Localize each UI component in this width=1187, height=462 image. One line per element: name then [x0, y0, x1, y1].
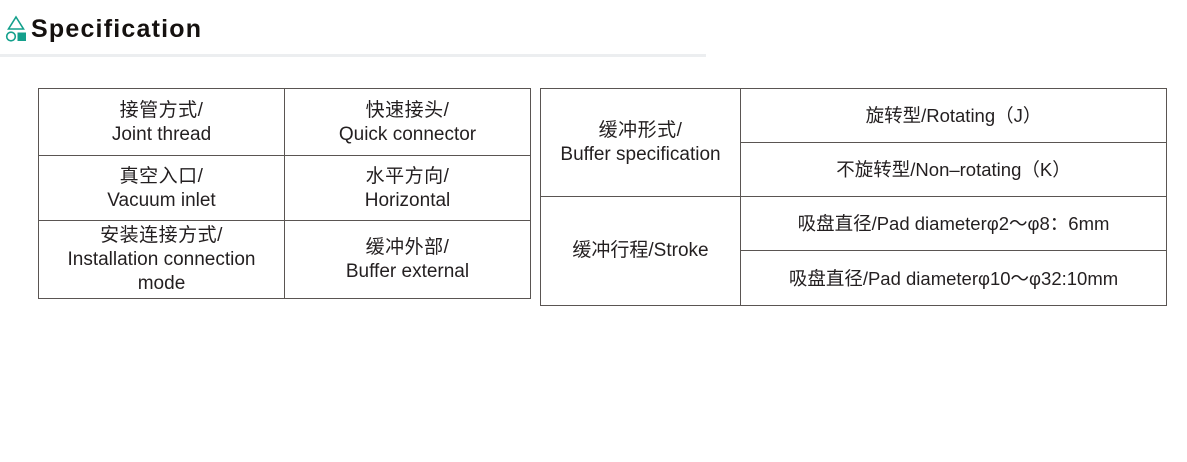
cell-text-en: Installation connection mode	[67, 249, 256, 294]
cell-vacuum-inlet-label: 真空入口/ Vacuum inlet	[38, 155, 285, 221]
cell-text: 吸盘直径/Pad diameterφ2～φ8：6mm	[797, 213, 1110, 234]
cell-text-cn: 缓冲形式/	[598, 120, 683, 141]
table-row: 缓冲行程/Stroke 吸盘直径/Pad diameterφ2～φ8：6mm	[540, 196, 1167, 306]
cell-joint-thread-label: 接管方式/ Joint thread	[38, 88, 285, 156]
cell-text-en: Horizontal	[364, 189, 451, 211]
cell-text-en: Buffer specification	[560, 144, 721, 165]
cell-text-cn: 缓冲外部/	[365, 237, 450, 258]
cell-rotating-value: 旋转型/Rotating（J）	[740, 88, 1167, 143]
table-row: 安装连接方式/ Installation connection mode 缓冲外…	[38, 220, 531, 299]
cell-text: 不旋转型/Non–rotating（K）	[836, 159, 1071, 180]
cell-text-en: 缓冲行程/Stroke	[572, 240, 709, 261]
title-divider	[0, 54, 706, 57]
cell-text-cn: 水平方向/	[365, 165, 450, 187]
cell-buffer-external-value: 缓冲外部/ Buffer external	[284, 220, 531, 299]
table-row: 缓冲形式/ Buffer specification 旋转型/Rotating（…	[540, 88, 1167, 197]
joint-specification-table: 接管方式/ Joint thread 快速接头/ Quick connector…	[38, 88, 531, 299]
cell-text-cn: 快速接头/	[365, 99, 450, 121]
cell-buffer-specification-label: 缓冲形式/ Buffer specification	[540, 88, 741, 197]
cell-text-en: Quick connector	[338, 123, 477, 145]
cell-pad-diameter-large-value: 吸盘直径/Pad diameterφ10～φ32:10mm	[740, 250, 1167, 306]
cell-text: 吸盘直径/Pad diameterφ10～φ32:10mm	[788, 267, 1119, 289]
cell-text-en: Vacuum inlet	[107, 189, 216, 211]
cell-pad-diameter-small-value: 吸盘直径/Pad diameterφ2～φ8：6mm	[740, 196, 1167, 251]
table-row: 接管方式/ Joint thread 快速接头/ Quick connector	[38, 88, 531, 156]
page-title: Specification	[31, 15, 203, 43]
table-row: 不旋转型/Non–rotating（K）	[541, 142, 1167, 197]
cell-text-cn: 接管方式/	[119, 99, 204, 121]
cell-stroke-label: 缓冲行程/Stroke	[540, 196, 741, 306]
cell-text: 旋转型/Rotating（J）	[865, 105, 1042, 126]
cell-text-cn: 真空入口/	[119, 165, 204, 187]
cell-text-en: Buffer external	[345, 261, 470, 282]
cell-horizontal-value: 水平方向/ Horizontal	[284, 155, 531, 221]
page-header: Specification	[0, 0, 1187, 60]
buffer-specification-table: 缓冲形式/ Buffer specification 旋转型/Rotating（…	[540, 88, 1167, 306]
cell-installation-mode-label: 安装连接方式/ Installation connection mode	[38, 220, 285, 299]
cell-non-rotating-value: 不旋转型/Non–rotating（K）	[740, 142, 1167, 197]
cell-quick-connector-value: 快速接头/ Quick connector	[284, 88, 531, 156]
table-row: 真空入口/ Vacuum inlet 水平方向/ Horizontal	[38, 155, 531, 221]
table-row: 吸盘直径/Pad diameterφ10～φ32:10mm	[541, 250, 1167, 306]
geometric-shapes-icon	[4, 15, 30, 43]
cell-text-en: Joint thread	[111, 123, 212, 145]
cell-text-cn: 安装连接方式/	[100, 225, 223, 246]
